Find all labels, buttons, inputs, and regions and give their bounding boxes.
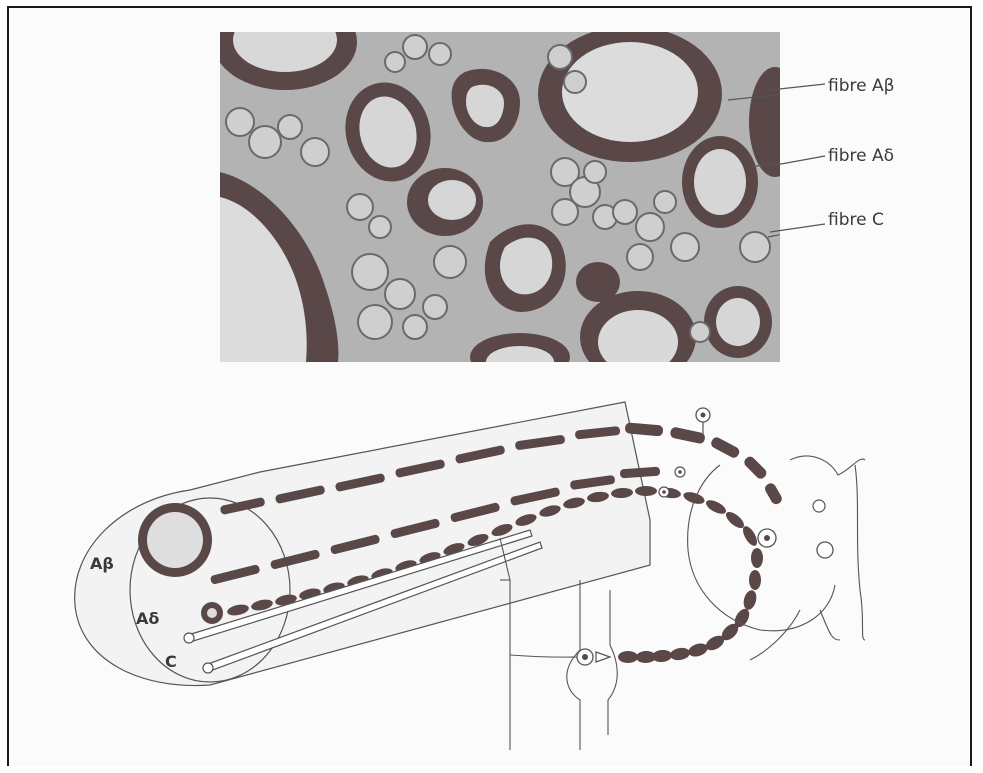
callout-leaders (770, 60, 830, 240)
label-a-beta: Aβ (90, 554, 114, 573)
figure-frame-right-edge (970, 6, 972, 766)
callout-fibre-c: fibre C (828, 210, 884, 230)
callout-fibre-a-beta: fibre Aβ (828, 76, 894, 96)
label-c: C (165, 652, 177, 671)
nerve-fibre-schematic (60, 390, 880, 750)
callout-fibre-a-delta: fibre Aδ (828, 146, 894, 166)
label-a-delta: Aδ (136, 609, 159, 628)
nerve-micrograph (220, 32, 780, 362)
